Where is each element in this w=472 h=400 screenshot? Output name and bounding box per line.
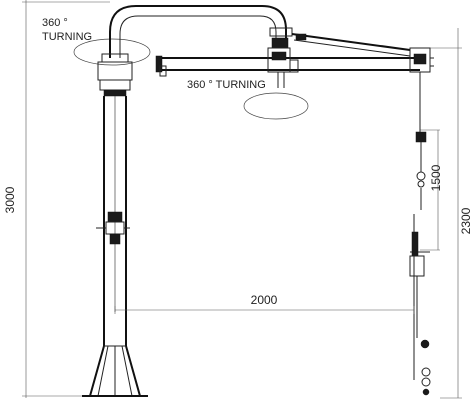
dimension-arm-reach-label: 2000 — [251, 293, 278, 307]
telescopic-pipe — [409, 231, 431, 396]
arm-rotation-ellipse — [243, 92, 309, 120]
column-base — [82, 345, 148, 397]
column-valve — [96, 211, 130, 245]
turning-top-label-line2: TURNING — [42, 31, 92, 43]
main-column — [103, 96, 127, 346]
dimension-arm-reach: 2000 — [114, 293, 415, 314]
balance-cylinder — [291, 33, 411, 57]
horizontal-arm — [155, 47, 420, 88]
outer-elbow — [409, 47, 434, 73]
drop-hose — [410, 72, 430, 380]
dimension-frame — [22, 0, 462, 399]
dimension-total-height-label: 3000 — [3, 186, 17, 213]
dimension-lift-height-label: 2300 — [459, 207, 472, 234]
top-rotation-ellipse — [73, 38, 151, 66]
turning-top-label-line1: 360 ° — [42, 17, 68, 29]
column-head — [97, 53, 133, 97]
top-swivel-pipe — [109, 5, 293, 58]
turning-arm-label: 360 ° TURNING — [187, 79, 266, 91]
dimension-stroke-label: 1500 — [429, 164, 443, 191]
